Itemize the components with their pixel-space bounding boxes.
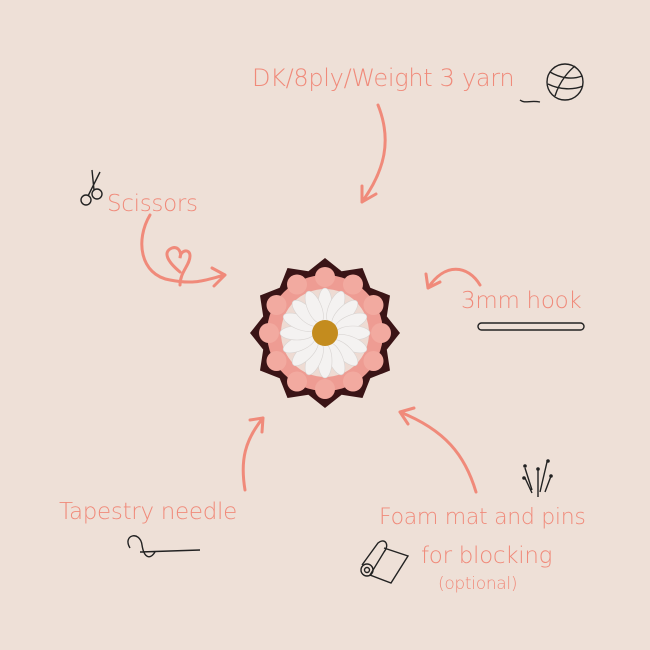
crochet-hook-icon [477,322,585,331]
pin-heads [522,459,553,480]
ring-bump [266,295,287,315]
ring-bump [343,274,363,295]
foam-arrow [398,406,478,494]
pins-icon [524,461,552,497]
ring-bump [259,323,279,343]
hook-arrow [424,267,482,290]
ring-bump [287,274,307,295]
ring-bump [363,295,384,315]
ring-bump [371,323,391,343]
needle-label: Tapestry needle [59,499,237,525]
crochet-flower-image [250,258,400,408]
needle-icon [127,535,201,558]
scissors-icon [80,169,103,206]
ring-bump [343,371,363,392]
foam-mat-roll-icon [360,540,410,584]
foam-label-line1: Foam mat and pins [379,505,586,530]
ring-bump [315,267,335,287]
needle-arrow [241,416,265,492]
hook-label: 3mm hook [461,288,582,314]
yarn-arrow [360,103,387,204]
yarn-ball-icon [519,63,584,103]
foam-label-line2: for blocking [421,543,553,569]
ring-bump [363,351,384,371]
scissors-arrow [140,213,227,288]
ring-bump [287,371,307,392]
heart-loop [165,246,192,287]
foam-label-note: (optional) [438,574,518,594]
ring-bump [266,351,287,371]
scissors-label: Scissors [107,191,198,217]
ring-bump [315,379,335,399]
yarn-label: DK/8ply/Weight 3 yarn [252,64,515,92]
